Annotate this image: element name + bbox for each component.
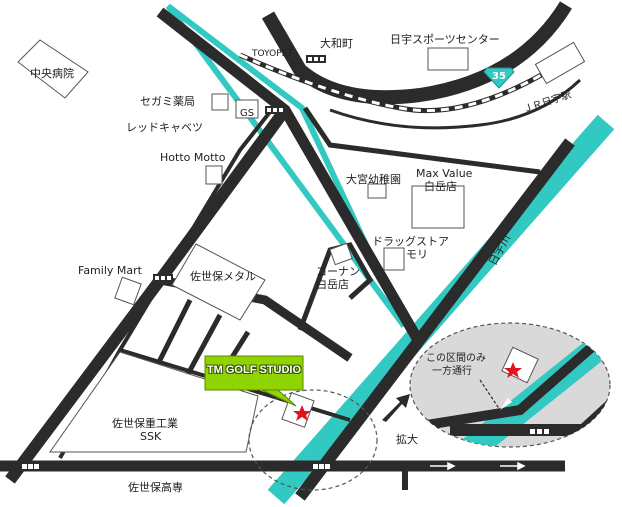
traffic-signals bbox=[20, 55, 333, 471]
signal-south bbox=[311, 462, 333, 471]
label-sports-center: 日宇スポーツセンター bbox=[390, 33, 500, 46]
label-daiwa-town: 大和町 bbox=[320, 37, 353, 50]
jr-rail-dash bbox=[239, 53, 567, 113]
studio-star-icon bbox=[293, 405, 311, 421]
focus-circle bbox=[248, 389, 378, 491]
jr-station-building bbox=[534, 41, 586, 85]
drugstore-building bbox=[383, 247, 405, 271]
label-sasebo-metal: 佐世保メタル bbox=[190, 270, 256, 283]
buildings bbox=[17, 39, 586, 453]
label-toyopet: TOYOPET bbox=[252, 49, 293, 59]
route-35-badge-shape bbox=[483, 67, 515, 89]
label-max-value-branch: 白岳店 bbox=[424, 180, 457, 193]
label-sasebo-heavy: 佐世保重工業 bbox=[112, 417, 178, 430]
zoom-star-icon bbox=[504, 362, 522, 378]
signal-familymart bbox=[153, 274, 173, 282]
sasebo-metal-building bbox=[171, 243, 266, 321]
label-konan: コーナン bbox=[316, 265, 360, 278]
route-35-badge: 35 bbox=[486, 68, 512, 86]
label-sasebo-tech-college: 佐世保高専 bbox=[128, 481, 183, 494]
label-drugstore: ドラッグストア bbox=[372, 235, 449, 248]
segami-building bbox=[211, 93, 229, 111]
studio-name: TM GOLF STUDIO bbox=[206, 364, 302, 376]
sports-center-building bbox=[427, 47, 469, 71]
label-ssk: SSK bbox=[140, 430, 162, 443]
kindergarten-building bbox=[367, 183, 387, 199]
oneway-arrows-main bbox=[430, 461, 526, 471]
label-konan-branch: 白岳店 bbox=[316, 278, 349, 291]
family-mart-building bbox=[114, 276, 142, 306]
signal-west bbox=[20, 462, 42, 471]
gs-building bbox=[235, 99, 259, 119]
label-central-hospital: 中央病院 bbox=[30, 67, 74, 80]
konan-building bbox=[329, 242, 353, 266]
label-oneway: 一方通行 bbox=[432, 366, 472, 377]
studio-callout[interactable]: TM GOLF STUDIO bbox=[205, 356, 303, 396]
label-kindergarten: 大宮幼稚園 bbox=[346, 173, 401, 186]
label-gs: GS bbox=[240, 108, 255, 119]
label-segami: セガミ薬局 bbox=[140, 95, 195, 108]
central-hospital-building bbox=[17, 39, 89, 99]
signal-gs bbox=[265, 106, 285, 114]
max-value-building bbox=[411, 185, 465, 229]
label-max-value: Max Value bbox=[416, 167, 473, 180]
route-number: 35 bbox=[492, 71, 506, 82]
label-red-cabbage: レッドキャベツ bbox=[126, 121, 203, 134]
bypass-road bbox=[329, 78, 582, 130]
label-drugstore-mori: モリ bbox=[406, 248, 428, 261]
zoom-inset bbox=[409, 322, 611, 448]
label-oneway-section: この区間のみ bbox=[426, 353, 486, 364]
label-hotto-motto: Hotto Motto bbox=[160, 151, 226, 164]
label-family-mart: Family Mart bbox=[78, 264, 142, 277]
zoom-arrow bbox=[382, 394, 410, 422]
hotto-motto-building bbox=[205, 165, 223, 185]
callout-box bbox=[204, 355, 304, 391]
signal-toyopet bbox=[306, 55, 326, 63]
label-zoom: 拡大 bbox=[396, 433, 418, 446]
